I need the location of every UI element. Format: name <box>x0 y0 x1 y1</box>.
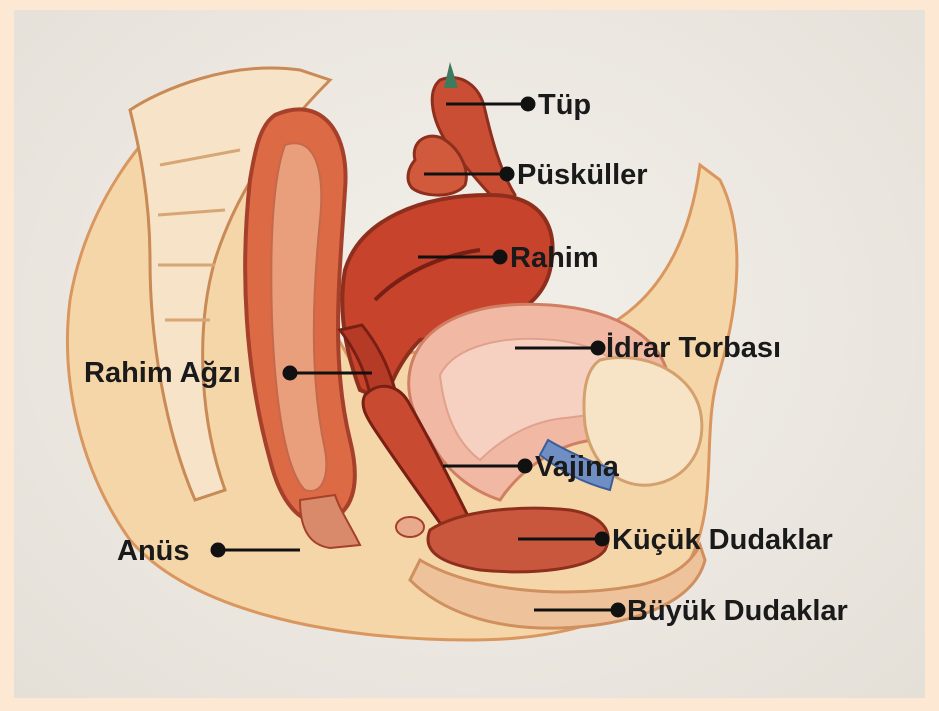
label-anus: Anüs <box>117 537 190 566</box>
tube-tip <box>444 62 458 88</box>
label-puskuller: Püsküller <box>517 161 648 190</box>
label-tup: Tüp <box>538 91 591 120</box>
leader-dot-rahim-agzi <box>284 367 296 379</box>
leader-dot-tup <box>522 98 534 110</box>
label-rahim-agzi: Rahim Ağzı <box>84 359 241 388</box>
label-buyuk-dudaklar: Büyük Dudaklar <box>627 597 848 626</box>
anus-opening <box>396 517 424 537</box>
leader-dot-vajina <box>519 460 531 472</box>
leader-dot-puskuller <box>501 168 513 180</box>
leader-dot-idrar <box>592 342 604 354</box>
leader-dot-anus <box>212 544 224 556</box>
leader-dot-buyuk <box>612 604 624 616</box>
leader-dot-kucuk <box>596 533 608 545</box>
leader-dot-rahim <box>494 251 506 263</box>
label-idrar-torbasi: İdrar Torbası <box>606 334 781 363</box>
label-vajina: Vajina <box>535 453 619 482</box>
label-rahim: Rahim <box>510 244 599 273</box>
label-kucuk-dudaklar: Küçük Dudaklar <box>612 526 833 555</box>
